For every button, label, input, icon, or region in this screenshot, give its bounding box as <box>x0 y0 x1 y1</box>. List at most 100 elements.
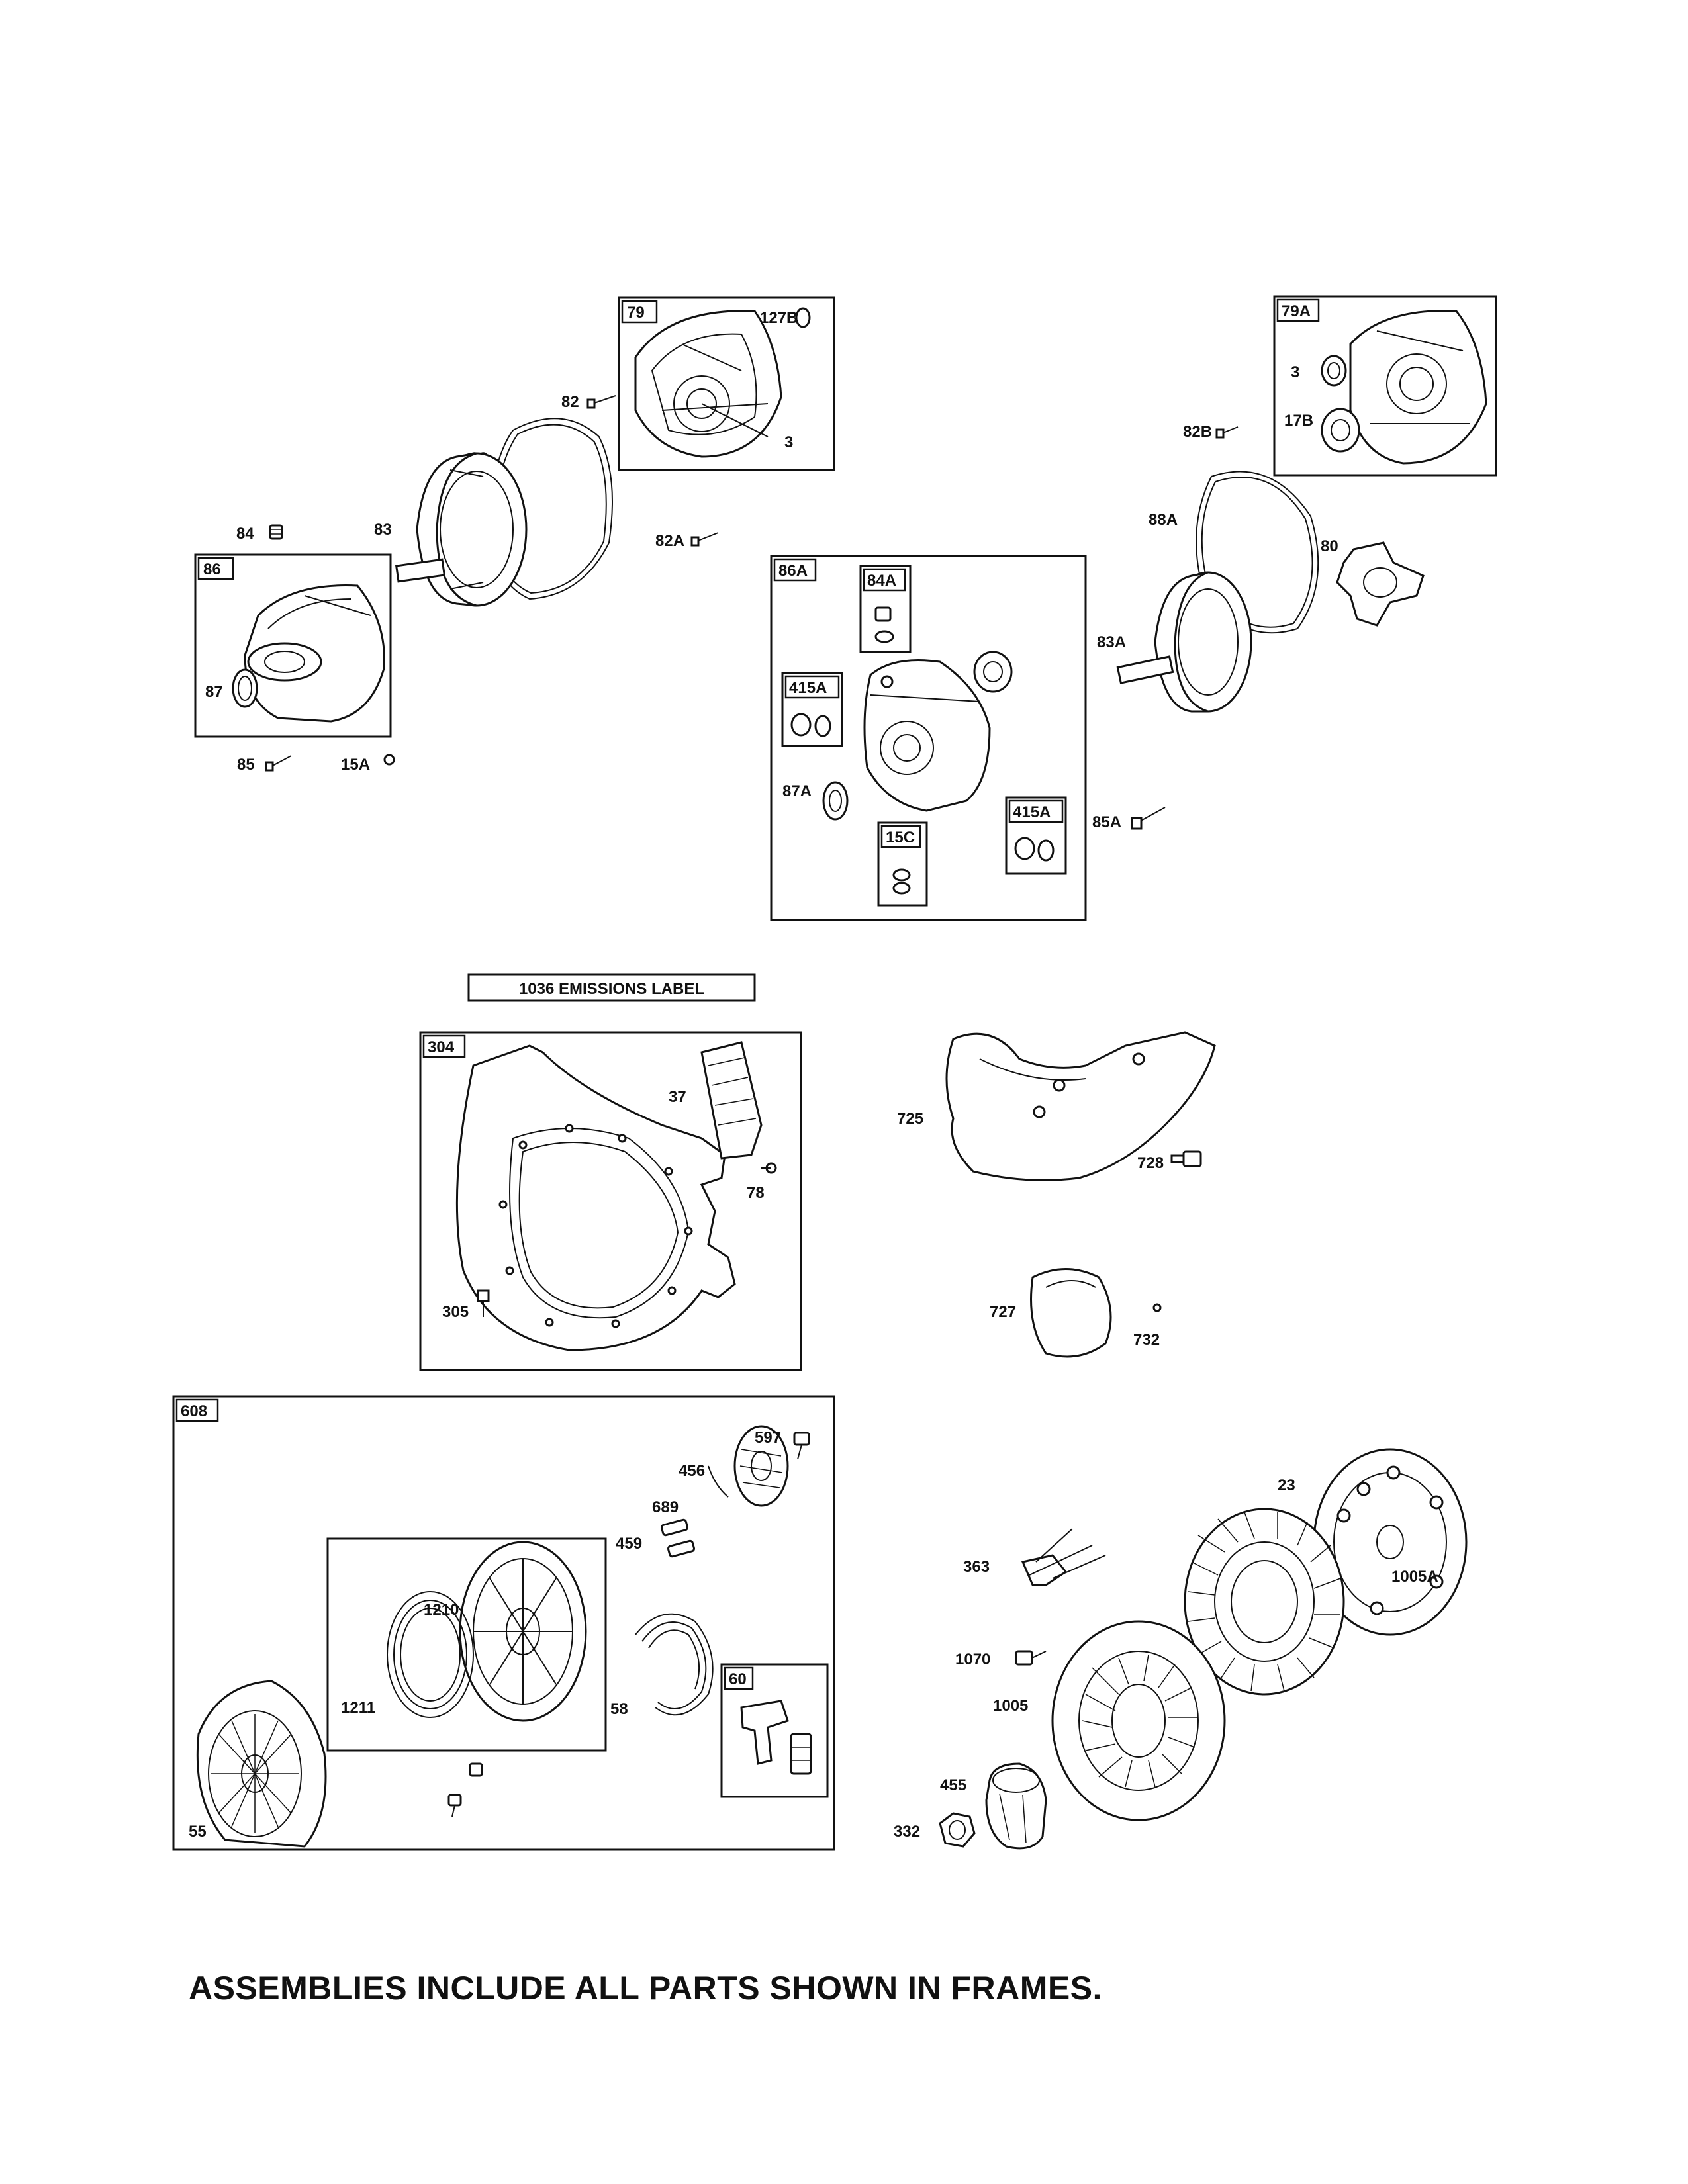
bolt-icon <box>1215 426 1239 439</box>
callout-727: 727 <box>990 1303 1016 1321</box>
pulley-1210 <box>459 1541 587 1722</box>
emissions-label-box: 1036 EMISSIONS LABEL <box>467 973 756 1002</box>
bolt-icon <box>265 755 292 772</box>
frame-label: 86 <box>203 561 221 578</box>
callout-305: 305 <box>442 1303 469 1321</box>
callout-80: 80 <box>1321 537 1338 555</box>
rotor-shaft-83 <box>395 452 528 607</box>
frame-label: 15C <box>886 829 915 846</box>
screw-305 <box>477 1289 490 1317</box>
frame-86A[interactable]: 86A 84A 415A 15C <box>770 555 1087 921</box>
callout-456: 456 <box>679 1462 705 1480</box>
nut-icon <box>469 1762 483 1777</box>
footer-note: ASSEMBLIES INCLUDE ALL PARTS SHOWN IN FR… <box>189 1970 1102 2007</box>
frame-415A-left[interactable]: 415A <box>781 672 843 747</box>
screw-icon <box>447 1794 462 1817</box>
callout-88A: 88A <box>1149 511 1178 529</box>
frame-84A[interactable]: 84A <box>859 565 912 653</box>
callout-17B: 17B <box>1284 412 1313 430</box>
seal-87A <box>822 781 849 821</box>
callout-1210: 1210 <box>424 1601 459 1619</box>
starter-housing-55 <box>196 1680 327 1848</box>
frame-1210 <box>326 1537 607 1752</box>
callout-1005A: 1005A <box>1391 1568 1438 1586</box>
callout-23: 23 <box>1278 1477 1295 1494</box>
plate-37 <box>700 1041 763 1160</box>
crankcase-cover-79 <box>634 310 782 458</box>
callout-82A: 82A <box>655 532 684 550</box>
callout-82B: 82B <box>1183 423 1212 441</box>
seal-icon <box>790 713 812 737</box>
pawls-459 <box>660 1518 696 1558</box>
spring-58 <box>635 1613 714 1716</box>
frame-15C[interactable]: 15C <box>877 821 928 907</box>
frame-label: 84A <box>867 572 896 590</box>
callout-85A: 85A <box>1092 813 1121 831</box>
rotor-shaft-83A <box>1116 571 1252 713</box>
nut-332 <box>939 1812 976 1848</box>
gasket-88A <box>1196 471 1319 634</box>
bolt-1070 <box>1015 1650 1047 1666</box>
callout-58: 58 <box>610 1700 628 1718</box>
plate-80 <box>1336 541 1425 627</box>
frame-label: 86A <box>778 562 808 580</box>
callout-87A: 87A <box>782 782 812 800</box>
bearing-17B <box>1321 408 1360 453</box>
o-ring-icon <box>1037 839 1055 862</box>
nut-icon <box>874 606 892 622</box>
frame-86[interactable]: 86 <box>194 553 392 738</box>
screw-icon <box>1152 1303 1162 1312</box>
frame-label: 79A <box>1282 302 1311 320</box>
bolt-icon <box>690 532 719 547</box>
callout-689: 689 <box>652 1498 679 1516</box>
nut-icon <box>269 524 283 540</box>
seal-icon <box>1014 837 1035 860</box>
callout-82: 82 <box>561 393 579 411</box>
frame-304[interactable]: 304 <box>419 1031 802 1371</box>
screw-597 <box>793 1432 810 1460</box>
callout-363: 363 <box>963 1558 990 1576</box>
callout-332: 332 <box>894 1823 920 1841</box>
callout-1211: 1211 <box>341 1699 375 1717</box>
crankcase-cover-79A <box>1349 310 1487 465</box>
washer-icon <box>383 754 395 766</box>
frame-79A[interactable]: 79A <box>1273 295 1497 477</box>
frame-608[interactable]: 608 <box>172 1395 835 1851</box>
flywheel-23 <box>1313 1448 1468 1636</box>
washer-icon <box>874 630 894 643</box>
callout-3: 3 <box>1291 363 1299 381</box>
frame-415A-right[interactable]: 415A <box>1005 796 1067 875</box>
callout-728: 728 <box>1137 1154 1164 1172</box>
frame-79[interactable]: 79 <box>618 296 835 471</box>
cover-727 <box>1030 1268 1112 1358</box>
emissions-label: 1036 EMISSIONS LABEL <box>519 980 704 998</box>
housing-86A <box>863 659 991 812</box>
spring-1211 <box>387 1591 474 1718</box>
bolt-728 <box>1170 1150 1202 1167</box>
callout-597: 597 <box>755 1429 781 1447</box>
callout-127B: 127B <box>760 309 798 327</box>
callout-37: 37 <box>669 1088 686 1106</box>
callout-15A: 15A <box>341 756 370 774</box>
blower-housing-304 <box>455 1044 736 1351</box>
washer-icon <box>892 868 911 882</box>
callout-85: 85 <box>237 756 255 774</box>
callout-55: 55 <box>189 1823 207 1841</box>
washer-icon <box>892 882 911 895</box>
cover-456 <box>733 1425 789 1507</box>
callout-455: 455 <box>940 1776 966 1794</box>
callout-78: 78 <box>747 1184 765 1202</box>
callout-725: 725 <box>897 1110 923 1128</box>
frame-label: 608 <box>181 1402 207 1420</box>
frame-label: 60 <box>729 1670 747 1688</box>
bolt-icon <box>586 395 616 409</box>
o-ring-icon <box>814 715 831 737</box>
callout-83: 83 <box>374 521 392 539</box>
frame-60[interactable]: 60 <box>720 1663 829 1798</box>
frame-label: 304 <box>428 1038 455 1056</box>
callout-87: 87 <box>205 683 223 701</box>
bearing-icon <box>973 651 1013 693</box>
callout-732: 732 <box>1133 1331 1160 1349</box>
fan-1005 <box>1051 1620 1226 1821</box>
